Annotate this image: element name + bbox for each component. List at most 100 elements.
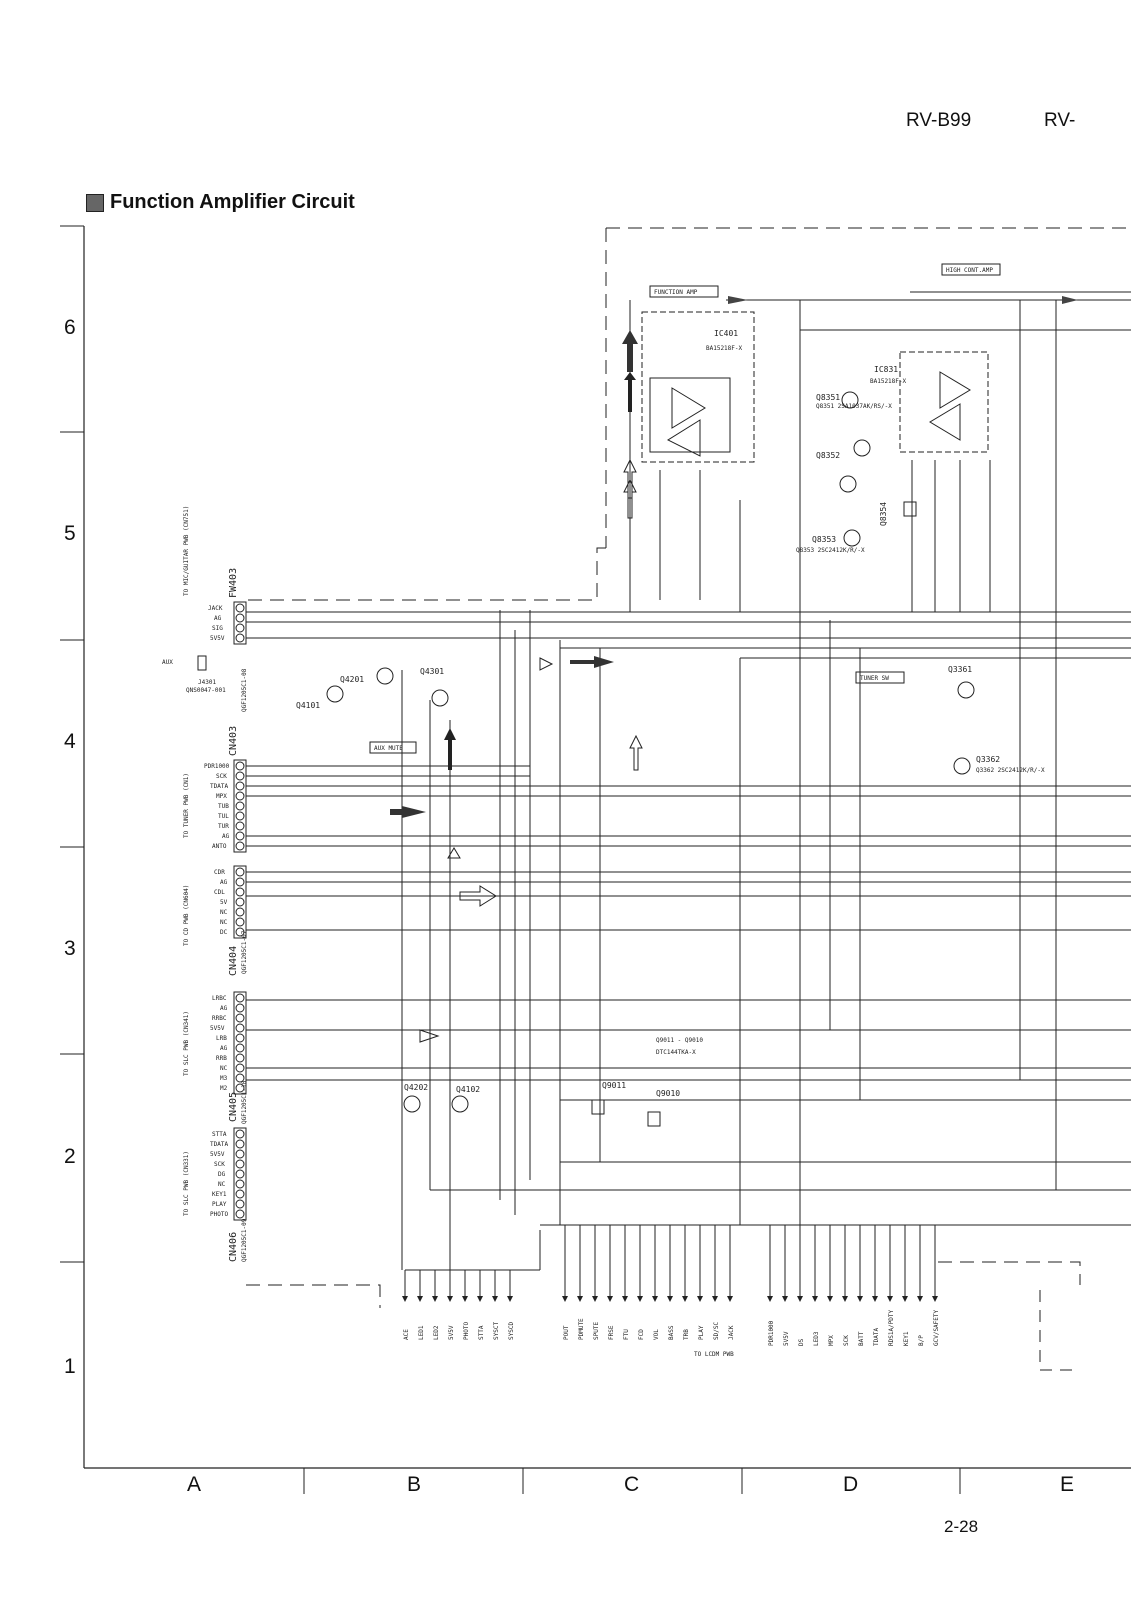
bottom-signal-label: FTU — [623, 1329, 630, 1340]
bottom-signal-label: LED3 — [813, 1331, 820, 1346]
column-label: E — [1060, 1473, 1075, 1496]
row-label: 6 — [64, 316, 76, 339]
transistor-label: Q4101 — [296, 701, 320, 710]
pin-label: 5V — [220, 899, 228, 906]
bottom-signal-label: SYSCD — [508, 1322, 515, 1340]
bottom-signal-label: VOL — [653, 1329, 660, 1340]
note-text: Q9011 - Q9010 — [656, 1037, 703, 1044]
row-label: 5 — [64, 522, 76, 545]
bottom-signal-label: PLAY — [698, 1325, 705, 1340]
signal-arrow-icon — [447, 847, 461, 859]
signal-arrow-icon — [622, 330, 638, 372]
jack-ref: J4301 — [198, 679, 216, 686]
row-label: 4 — [64, 730, 76, 753]
signal-flow-arrows — [390, 296, 1078, 1043]
bottom-signal-label: BASS — [668, 1325, 675, 1340]
bottom-signal-label: DS — [798, 1338, 805, 1346]
pin-label: AG — [222, 833, 230, 840]
signal-arrow-icon — [570, 656, 614, 668]
column-label: A — [187, 1473, 202, 1496]
bottom-signal-label: LED2 — [433, 1325, 440, 1340]
high-cont-amp-label: HIGH CONT.AMP — [946, 267, 993, 274]
column-label: D — [843, 1473, 859, 1496]
column-label: B — [407, 1473, 422, 1496]
signal-arrow-icon — [623, 458, 637, 499]
pin-label: PLAY — [212, 1201, 227, 1208]
pin-label: TUL — [218, 813, 229, 820]
ic-part: BA15218F-X — [706, 345, 743, 352]
transistor-label: Q4202 — [404, 1083, 428, 1092]
bottom-signal-label: TRB — [683, 1329, 690, 1340]
tuner-sw-label: TUNER SW — [860, 675, 889, 682]
connector-dest: TO CD PWB (CN604) — [183, 885, 190, 946]
pin-label: M3 — [220, 1075, 228, 1082]
aux-mute-label: AUX MUTE — [374, 745, 403, 752]
transistor-label: Q8352 — [816, 451, 840, 460]
transistor-label: Q4301 — [420, 667, 444, 676]
page-number: 2-28 — [944, 1517, 979, 1536]
ic-ref: IC401 — [714, 329, 738, 338]
connector-ref: CN406 — [228, 1232, 239, 1262]
jack-part: QNS0047-001 — [186, 687, 226, 694]
note-text: Q3362 2SC2412K/R/-X — [976, 767, 1045, 774]
title-square-icon — [86, 193, 104, 212]
model-number-secondary: RV- — [1044, 110, 1076, 131]
bottom-signal-label: FCD — [638, 1329, 645, 1340]
bottom-signal-label: SD/SC — [713, 1322, 720, 1340]
pin-label: 5V5V — [210, 1025, 225, 1032]
bottom-signal-label: B/P — [918, 1335, 925, 1346]
connector-part: QGF1205C1-09 — [241, 1218, 248, 1262]
signal-arrow-icon — [629, 734, 643, 771]
note-text: Q8351 2SA1037AK/RS/-X — [816, 403, 892, 410]
bottom-signal-label: FRSE — [608, 1325, 615, 1340]
connector-dest: TO SLC PWB (CN331) — [183, 1151, 190, 1216]
bottom-signal-label: SCK — [843, 1335, 850, 1346]
bottom-signal-label: 5V5V — [448, 1325, 455, 1340]
pin-label: CDR — [214, 869, 225, 876]
pin-label: NC — [218, 1181, 226, 1188]
ic-part: BA15218F-X — [870, 378, 907, 385]
title-text: Function Amplifier Circuit — [110, 191, 355, 213]
pin-label: SCK — [214, 1161, 225, 1168]
pin-label: M2 — [220, 1085, 228, 1092]
pin-label: DG — [218, 1171, 226, 1178]
pin-label: NC — [220, 919, 228, 926]
pin-label: PDR1000 — [204, 763, 230, 770]
page-title: Function Amplifier Circuit — [86, 191, 355, 214]
bottom-signal-label: POUT — [563, 1325, 570, 1340]
transistor-label: Q4102 — [456, 1085, 480, 1094]
transistor-label: Q4201 — [340, 675, 364, 684]
signal-arrow-icon — [624, 372, 636, 412]
transistor-label: Q8353 — [812, 535, 836, 544]
signal-arrow-icon — [1062, 296, 1078, 304]
transistor-label: Q3361 — [948, 665, 972, 674]
bottom-signal-label: SPUTE — [593, 1322, 600, 1340]
row-label: 2 — [64, 1145, 76, 1168]
pin-label: RRBC — [212, 1015, 227, 1022]
pin-label: PHOTO — [210, 1211, 228, 1218]
bottom-signal-label: PDR1000 — [768, 1320, 775, 1346]
bottom-signal-label: MPX — [828, 1335, 835, 1346]
bottom-signal-label: KEY1 — [903, 1331, 910, 1346]
bottom-signal-label: SYSCT — [493, 1322, 500, 1340]
pin-label: AG — [220, 1045, 228, 1052]
bottom-signal-label: RDS1A/PDTY — [888, 1309, 895, 1346]
signal-arrow-icon — [444, 728, 456, 770]
pin-label: 5V5V — [210, 1151, 225, 1158]
bottom-signal-label: PHOTO — [463, 1322, 470, 1340]
signal-arrow-icon — [728, 296, 748, 304]
pin-label: AG — [220, 1005, 228, 1012]
transistor-label: Q8351 — [816, 393, 840, 402]
transistor-label: Q9010 — [656, 1089, 680, 1098]
pin-label: TUR — [218, 823, 229, 830]
pin-label: TUB — [218, 803, 229, 810]
pin-label: CDL — [214, 889, 225, 896]
pin-label: MPX — [216, 793, 227, 800]
connector-part: QGF1205C1-07 — [241, 930, 248, 974]
column-label: C — [624, 1473, 640, 1496]
pin-label: AG — [214, 615, 222, 622]
row-label: 3 — [64, 937, 76, 960]
connector-dest: TO MIC/GUITAR PWB (CN751) — [183, 506, 190, 596]
note-text: DTC144TKA-X — [656, 1049, 696, 1056]
pin-label: AG — [220, 879, 228, 886]
